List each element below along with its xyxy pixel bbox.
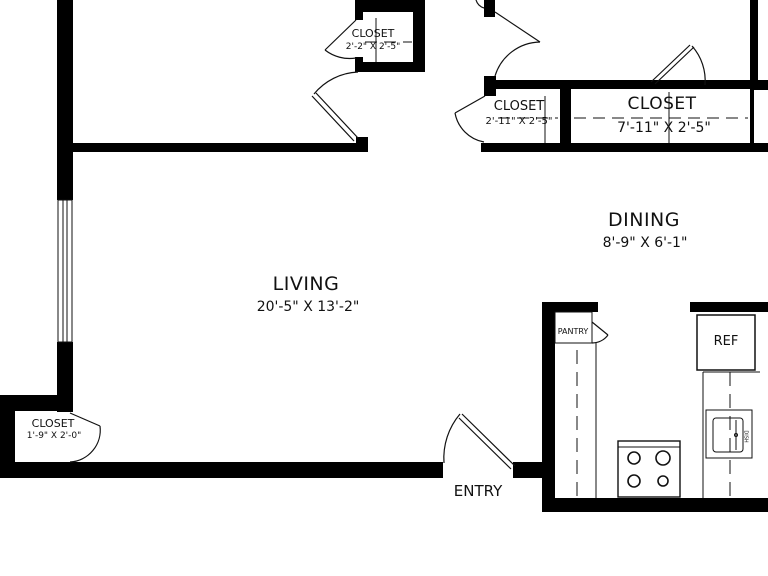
entry-label: ENTRY (453, 482, 503, 500)
ref-label: REF (713, 334, 739, 349)
wall-closet-row-bottom (481, 143, 768, 152)
pantry-box (554, 311, 593, 344)
sink-note-label: DISH (742, 430, 749, 443)
stove (617, 440, 681, 498)
door-top-right (475, 0, 541, 77)
closet-left-name: CLOSET (31, 417, 75, 430)
wall-top-closet-a (355, 0, 425, 12)
burner-4 (657, 475, 669, 487)
wall-top-closet-d (355, 0, 363, 20)
wall-right-corner (750, 80, 768, 90)
wall-living-top-stub (356, 137, 368, 152)
wall-top-closet-b (413, 0, 425, 72)
closet-wide-name: CLOSET (627, 94, 697, 114)
wall-left-closet-side (0, 395, 15, 475)
wall-left-upper (57, 0, 73, 200)
closet-wide-dims: 7'-11" X 2'-5" (617, 120, 711, 136)
door-pantry (591, 321, 609, 344)
wall-right-top (750, 0, 758, 85)
wall-kitchen-bottom (542, 498, 768, 512)
closet-mid-dims: 2'-11" X 2'-5" (485, 116, 553, 127)
sink-basin (712, 417, 744, 453)
wall-closet-divider (560, 87, 571, 147)
door-closet-left (69, 412, 101, 463)
wall-bottom-left (0, 462, 443, 478)
wall-bottom-entry-right (513, 462, 548, 478)
door-living-top (311, 71, 359, 142)
burner-1 (627, 451, 641, 465)
wall-kitchen-top-left (542, 302, 598, 312)
pantry-label: PANTRY (557, 327, 589, 336)
closet-mid-name: CLOSET (493, 99, 545, 114)
burner-3 (627, 474, 641, 488)
doors (69, 0, 706, 470)
closet-top-name: CLOSET (351, 27, 395, 40)
wall-living-top (70, 143, 368, 152)
living-room-dims: 20'-5" X 13'-2" (256, 299, 360, 315)
kitchen (554, 311, 760, 498)
wall-top-stub (484, 0, 495, 17)
wall-far-left (0, 395, 70, 411)
door-closet-top (324, 19, 357, 60)
closet-top-dims: 2'-2" X 2'-5" (345, 42, 401, 52)
closet-left-dims: 1'-9" X 2'-0" (26, 431, 82, 441)
sink-outer (705, 409, 753, 459)
wall-top-closet-e (355, 57, 363, 72)
wall-kitchen-left (542, 302, 555, 512)
door-entry (443, 413, 516, 470)
closet-rods (365, 41, 748, 119)
closet-rod-verticals (375, 18, 670, 143)
wall-closet-row-left (484, 76, 496, 96)
dining-room-dims: 8'-9" X 6'-1" (602, 235, 688, 251)
wall-closet-right-edge (750, 85, 754, 147)
door-closet-mid (454, 95, 486, 143)
burner-2 (655, 450, 671, 466)
dining-room-name: DINING (608, 209, 680, 231)
wall-closet-row-top (484, 80, 754, 89)
walls (0, 0, 768, 512)
wall-kitchen-top-right (690, 302, 768, 312)
wall-top-closet-c (355, 62, 425, 72)
refrigerator (696, 314, 756, 371)
window-left (57, 199, 73, 343)
door-closet-wide (650, 44, 706, 86)
wall-left-lower (57, 342, 73, 412)
living-room-name: LIVING (272, 273, 340, 295)
